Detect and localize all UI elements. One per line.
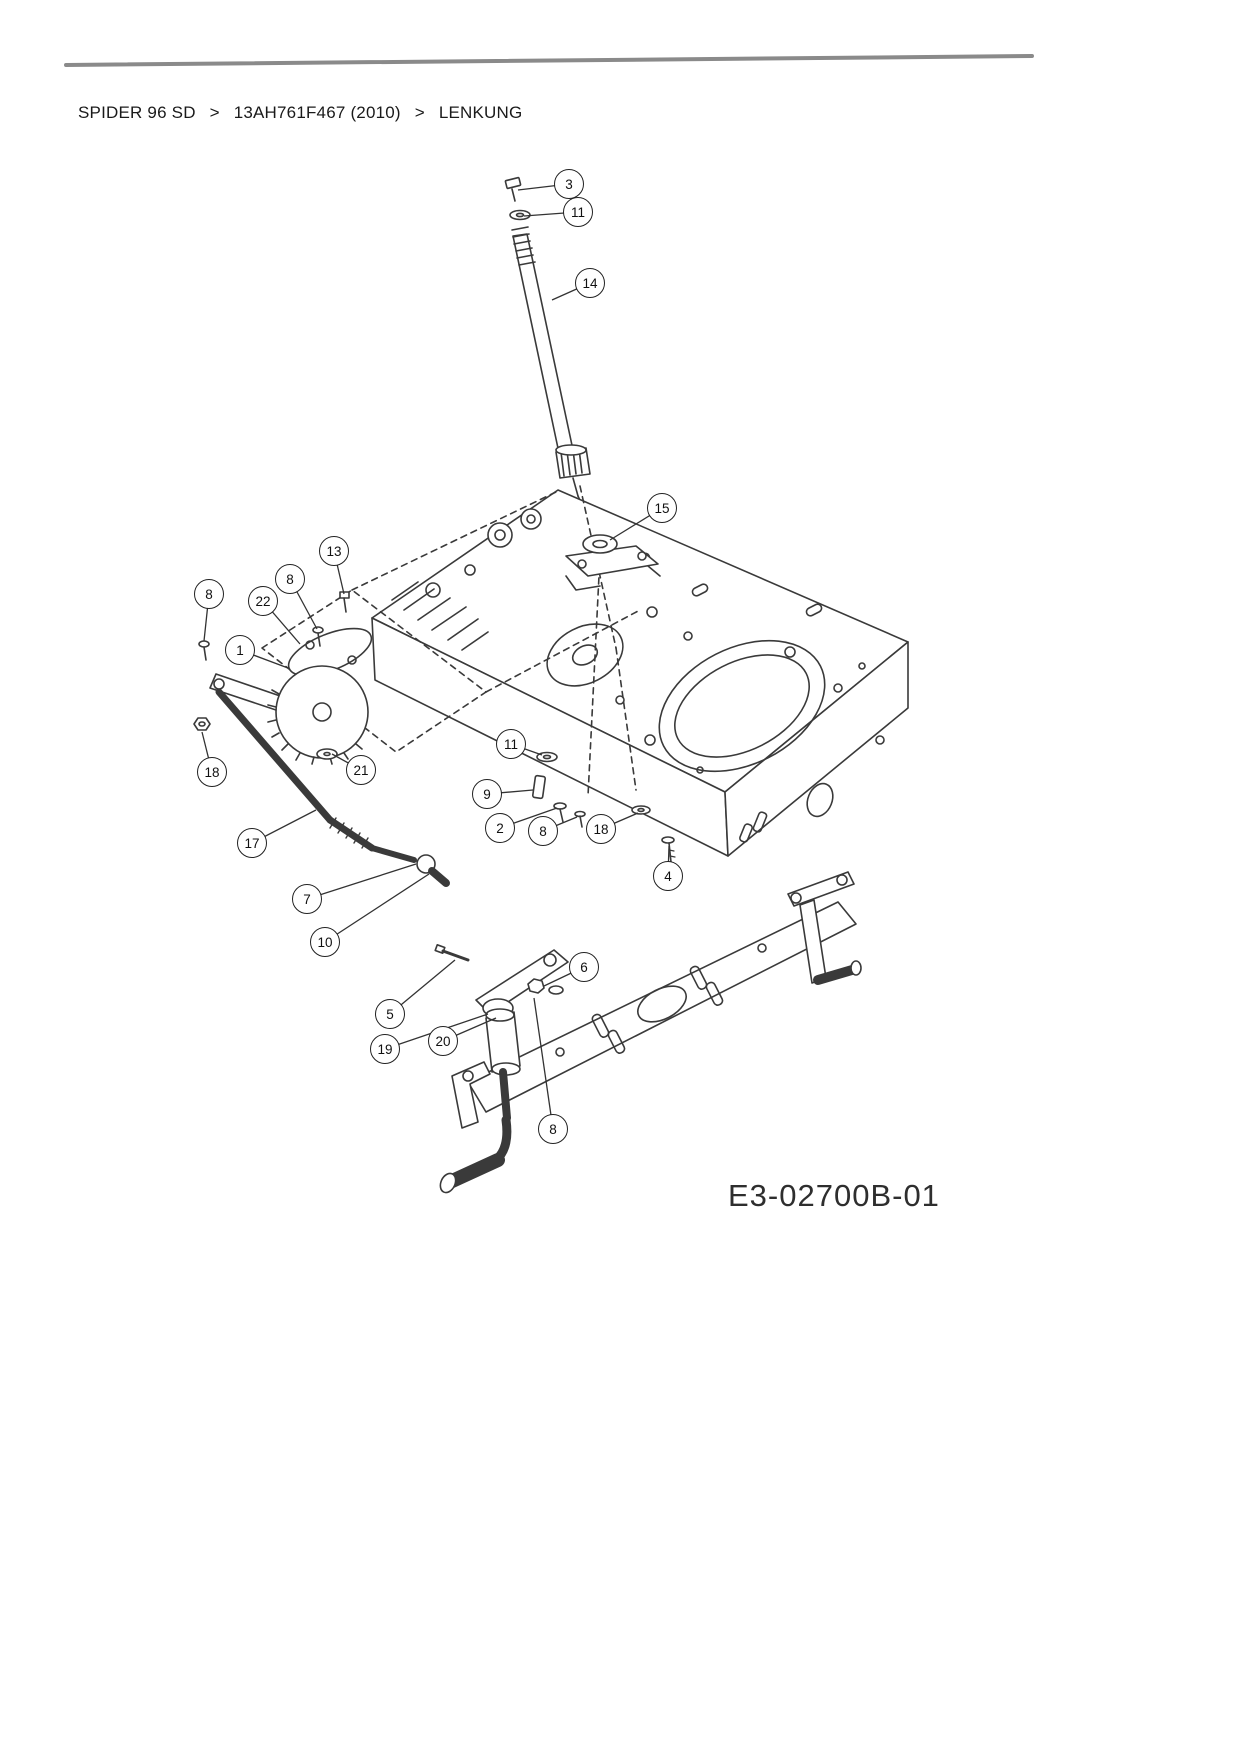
frame <box>371 489 909 857</box>
drag-link <box>215 688 450 887</box>
diagram-code: E3-02700B-01 <box>728 1178 940 1213</box>
fastener-set <box>531 751 676 863</box>
steering-column <box>504 176 598 539</box>
breadcrumb-item-serial[interactable]: 13AH761F467 (2010) <box>233 103 401 122</box>
header-rule <box>64 54 1034 67</box>
right-spindle <box>787 871 862 985</box>
breadcrumb-item-section: LENKUNG <box>438 103 523 122</box>
breadcrumb: SPIDER 96 SD > 13AH761F467 (2010) > LENK… <box>78 103 522 123</box>
left-spindle <box>434 944 569 1194</box>
breadcrumb-separator: > <box>414 103 425 122</box>
front-axle <box>467 901 857 1113</box>
column-bearing <box>565 534 661 591</box>
projection-lines <box>261 485 641 797</box>
breadcrumb-item-model[interactable]: SPIDER 96 SD <box>78 103 196 122</box>
breadcrumb-separator: > <box>209 103 220 122</box>
sector-gear <box>193 591 373 765</box>
